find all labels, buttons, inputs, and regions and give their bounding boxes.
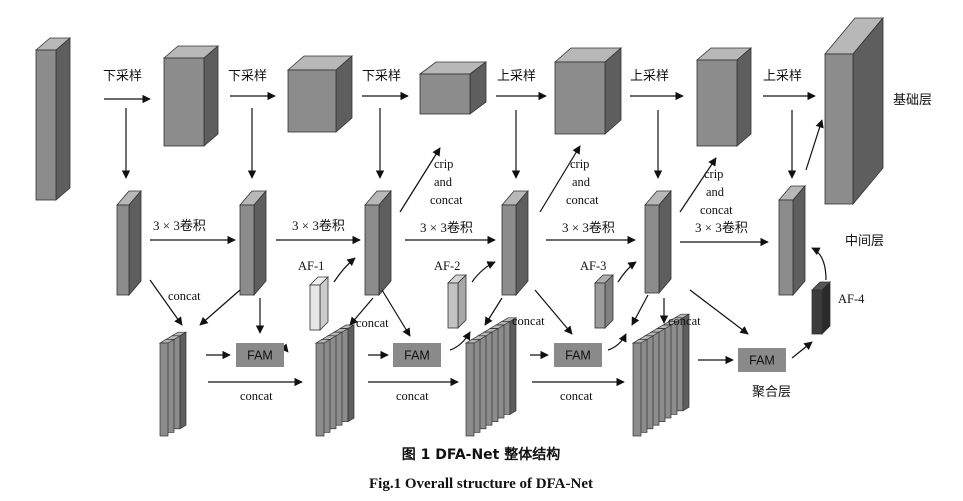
fam-label-1: FAM [247,349,273,363]
concat-label-crip-1: concat [430,193,463,207]
mid-block-2 [239,189,267,297]
fam-module-4 [738,348,786,372]
fam-module-1 [236,343,284,367]
middle-layer-label: 中间层 [845,233,884,248]
and-label-1: and [434,175,453,189]
crip-label-1: crip [434,157,453,171]
mid-block-4 [501,189,529,297]
flow-arrows [104,91,827,387]
af3-curve [617,261,637,283]
base-block-5 [553,47,623,135]
base-block-4 [418,61,488,115]
diag-2b [381,289,411,337]
caption-en: Fig.1 Overall structure of DFA-Net [369,476,593,492]
fam-modules: FAM FAM FAM FAM [236,343,786,372]
crip-arrow-2 [539,145,581,213]
crip-arrow-1 [399,147,441,213]
af2-label: AF-2 [434,259,460,273]
crip-label-3: crip [704,167,723,181]
concat-label-bottom-3: concat [560,389,593,403]
crip-label-2: crip [570,157,589,171]
af3-label: AF-3 [580,259,606,273]
af2-block [447,274,467,329]
aggregation-layer-label: 聚合层 [752,384,791,399]
downsample-label-3: 下采样 [362,68,401,83]
upsample-label-2: 上采样 [630,68,669,83]
concat-label-d: concat [668,314,701,328]
af2-curve [471,261,496,283]
af1-curve [333,257,356,283]
conv-label-5: 3 × 3卷积 [695,220,748,235]
diag-2a [349,297,374,326]
concat-label-bottom-2: concat [396,389,429,403]
base-block-3 [286,55,354,133]
from-fam-4 [791,341,813,359]
af3-block [594,274,614,329]
af1-label: AF-1 [298,259,324,273]
diag-3b [534,289,573,335]
concat-label-a: concat [168,289,201,303]
fam-label-3: FAM [565,349,591,363]
af1-block [309,276,329,331]
concat-label-crip-3: concat [700,203,733,217]
labels: 下采样 下采样 下采样 上采样 上采样 上采样 3 × 3卷积 3 × 3卷积 … [103,68,932,492]
mid-block-1 [116,189,142,297]
base-block-1 [34,37,72,201]
downsample-label-2: 下采样 [228,68,267,83]
base-block-7 [824,16,884,206]
concat-label-b: concat [356,316,389,330]
conv-label-2: 3 × 3卷积 [292,218,345,233]
fam-module-3 [554,343,602,367]
crip-arrow-3 [679,157,717,213]
mid-block-6 [778,184,806,297]
upsample-label-3: 上采样 [763,68,802,83]
agg-stack-1 [158,331,188,437]
diag-1a [149,279,183,326]
upsample-label-1: 上采样 [497,68,536,83]
mid-block-3 [364,189,392,297]
base-layer-label: 基础层 [893,92,932,107]
diag-4b [689,289,749,335]
fam-label-4: FAM [749,354,775,368]
agg-stack-3 [464,317,518,437]
diag-3a [484,297,503,326]
agg-stack-2 [314,324,356,437]
concat-label-bottom-1: concat [240,389,273,403]
conv-label-1: 3 × 3卷积 [153,218,206,233]
af4-label: AF-4 [838,292,865,306]
conv-label-3: 3 × 3卷积 [420,220,473,235]
mid-block-5 [644,189,672,295]
base-block-6 [695,47,753,147]
and-label-2: and [572,175,591,189]
base-block-2 [162,45,220,147]
downsample-label-1: 下采样 [103,68,142,83]
af4-block [811,281,831,335]
concat-label-c: concat [512,314,545,328]
fam-module-2 [393,343,441,367]
to-base-final [805,119,824,171]
agg-stack-4 [631,313,691,437]
diag-4a [631,294,649,326]
diag-1b [199,289,241,326]
fam2-curve [449,331,471,351]
fam3-curve [607,333,627,351]
fam-label-2: FAM [404,349,430,363]
conv-label-4: 3 × 3卷积 [562,220,615,235]
af4-curve [811,247,827,281]
feature-blocks [34,16,884,437]
and-label-3: and [706,185,725,199]
concat-label-crip-2: concat [566,193,599,207]
caption-cn: 图 1 DFA-Net 整体结构 [402,446,561,463]
